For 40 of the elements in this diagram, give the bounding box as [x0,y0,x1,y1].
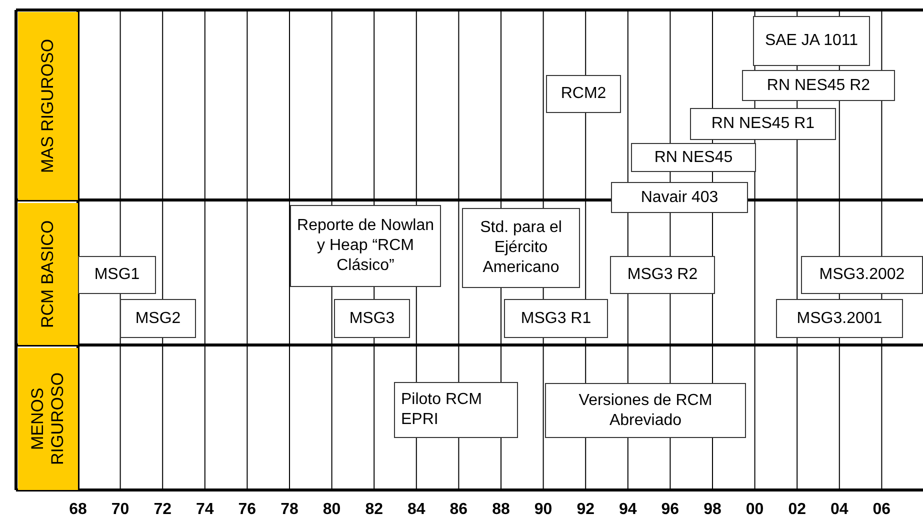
timeline-box: Versiones de RCM Abreviado [545,383,746,438]
year-label: 88 [491,500,511,520]
timeline-box: RN NES45 [631,143,756,172]
year-label: 90 [533,500,554,520]
year-label: 70 [110,500,130,520]
timeline-box: Piloto RCM EPRI [394,382,518,438]
year-label: 04 [829,500,850,520]
year-label: 00 [744,500,765,520]
timeline-box: Std. para el Ejército Americano [462,208,580,288]
timeline-box: MSG1 [78,256,156,294]
year-label: 68 [68,500,88,520]
year-label: 72 [152,500,172,520]
timeline-box: Reporte de Nowlan y Heap “RCM Clásico” [290,205,441,287]
row-header: MAS RIGUROSO [18,12,78,200]
row-header: MENOS RIGUROSO [18,348,78,490]
timeline-box: MSG3 R1 [504,299,608,338]
year-label: 02 [787,500,807,520]
timeline-box: RN NES45 R1 [690,108,836,140]
timeline-box: RCM2 [546,75,621,113]
timeline-box: MSG3 R2 [610,256,715,294]
year-label: 74 [194,500,215,520]
timeline-box: MSG3.2001 [776,299,903,338]
timeline-box: Navair 403 [611,182,748,213]
year-label: 92 [576,500,596,520]
timeline-box: RN NES45 R2 [742,70,895,101]
year-label: 84 [406,500,426,520]
year-label: 76 [237,500,258,520]
timeline-box: MSG2 [120,299,196,338]
year-label: 06 [872,500,892,520]
year-label: 80 [322,500,342,520]
year-label: 86 [448,500,469,520]
row-header: RCM BASICO [18,203,78,345]
timeline-box: SAE JA 1011 [753,16,870,66]
year-label: 82 [364,500,384,520]
timeline-box: MSG3 [334,299,410,338]
timeline-box: MSG3.2002 [801,256,923,294]
year-label: 78 [280,500,300,520]
year-label: 98 [702,500,722,520]
year-label: 94 [618,500,638,520]
year-label: 96 [660,500,680,520]
